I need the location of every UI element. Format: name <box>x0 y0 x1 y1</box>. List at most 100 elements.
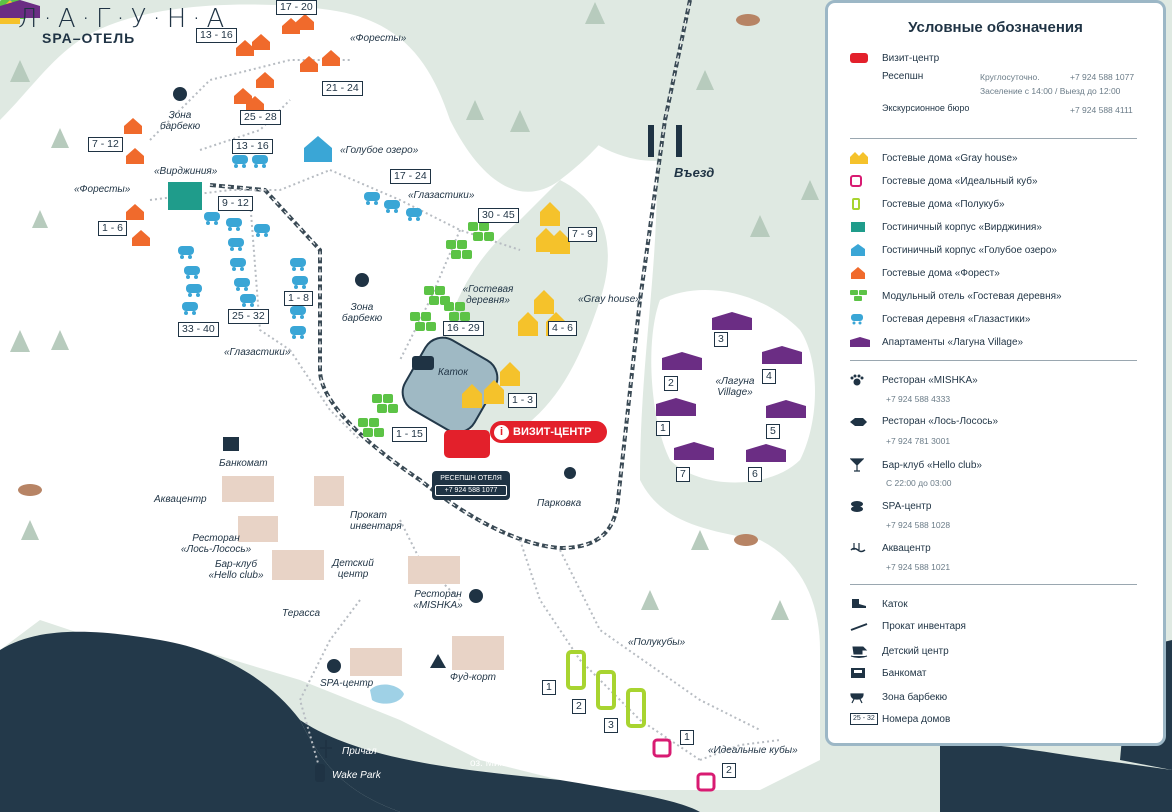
legend-title: Условные обозначения <box>908 19 1083 36</box>
label-gray-house: «Gray house» <box>578 294 641 305</box>
ideal-cube-icon <box>850 175 882 187</box>
house-number: 7 <box>676 467 690 482</box>
legend-reception-checkin: Заселение с 14:00 / Выезд до 12:00 <box>980 86 1121 96</box>
legend-rink: Каток <box>850 598 908 610</box>
label-forests-left: «Форесты» <box>74 184 131 195</box>
visit-center-building[interactable] <box>444 430 490 458</box>
ideal-cubes-houses[interactable] <box>652 738 716 792</box>
house-number: 7 - 12 <box>88 137 123 152</box>
polukuby-houses[interactable] <box>566 650 646 728</box>
label-bbq-mid: Зона барбекю <box>341 302 383 324</box>
label-rental: Прокат инвентаря <box>350 510 402 532</box>
legend-polukub: Гостевые дома «Полукуб» <box>850 198 1005 210</box>
misc-icons <box>173 87 483 782</box>
house-number: 25 - 28 <box>240 110 281 125</box>
label-blue-lake: «Голубое озеро» <box>340 145 419 156</box>
legend-ideal-cube: Гостевые дома «Идеальный куб» <box>850 175 1038 187</box>
label-forests-top: «Форесты» <box>350 33 407 44</box>
legend-laguna-village: Апартаменты «Лагуна Village» <box>850 336 1023 348</box>
legend-reception-phone: +7 924 588 1077 <box>1070 72 1135 82</box>
label-laguna-village: «Лагуна Village» <box>715 376 755 398</box>
house-number: 9 - 12 <box>218 196 253 211</box>
house-number: 1 <box>542 680 556 695</box>
legend-excursion: Экскурсионное бюро <box>882 103 970 113</box>
label-food-court: Фуд-корт <box>450 672 496 683</box>
hotel-logo: Л·А·Г·У·Н·А SPA–ОТЕЛЬ <box>18 4 230 46</box>
legend-hello: Бар-клуб «Hello club» <box>850 458 982 472</box>
info-icon: i <box>494 424 509 440</box>
house-number: 17 - 24 <box>390 169 431 184</box>
legend-house-numbers: 25 - 32 Номера домов <box>850 713 950 725</box>
legend-aqua: Аквацентр <box>850 542 931 554</box>
house-number: 3 <box>714 332 728 347</box>
legend-reception: Ресепшн <box>882 71 924 82</box>
house-number: 13 - 16 <box>196 28 237 43</box>
reception-badge[interactable]: РЕСЕПШН ОТЕЛЯ +7 924 588 1077 <box>432 471 510 500</box>
tree-icons <box>10 2 819 620</box>
label-polukuby: «Полукубы» <box>628 637 686 648</box>
house-number: 33 - 40 <box>178 322 219 337</box>
house-number: 21 - 24 <box>322 81 363 96</box>
rocking-horse-icon <box>850 644 882 658</box>
house-number: 4 - 6 <box>548 321 578 336</box>
atm-icon <box>850 667 882 679</box>
house-number: 25 - 32 <box>228 309 269 324</box>
visit-center-label: ВИЗИТ-ЦЕНТР <box>513 426 592 438</box>
legend-guest-village: Модульный отель «Гостевая деревня» <box>850 290 1062 302</box>
house-number: 2 <box>572 699 586 714</box>
legend-glazastiki: Гостевая деревня «Глазастики» <box>850 313 1030 325</box>
legend-los-phone: +7 924 781 3001 <box>886 436 951 446</box>
house-number: 1 - 3 <box>508 393 538 408</box>
virginia-building[interactable] <box>168 182 202 210</box>
legend-kids: Детский центр <box>850 644 949 658</box>
laguna-village-apartments[interactable] <box>0 0 806 462</box>
legend-spa-phone: +7 924 588 1028 <box>886 520 951 530</box>
visit-center-badge[interactable]: i ВИЗИТ-ЦЕНТР <box>490 421 607 443</box>
logo-subtitle: SPA–ОТЕЛЬ <box>42 30 136 46</box>
reception-phone: +7 924 588 1077 <box>435 485 507 496</box>
house-number-badge: 25 - 32 <box>850 713 882 725</box>
house-number: 6 <box>748 467 762 482</box>
legend-gray-house: Гостевые дома «Gray house» <box>850 152 1018 164</box>
house-number: 13 - 16 <box>232 139 273 154</box>
ski-icon <box>850 622 882 632</box>
legend-virginia: Гостиничный корпус «Вирджиния» <box>850 221 1042 233</box>
service-buildings[interactable] <box>222 476 504 676</box>
fish-icon <box>850 417 882 427</box>
house-number: 2 <box>664 376 678 391</box>
legend-bbq: Зона барбекю <box>850 690 947 704</box>
house-number: 1 <box>680 730 694 745</box>
cocktail-icon <box>850 458 882 472</box>
label-kids-center: Детский центр <box>332 558 374 580</box>
label-restaurant-mishka: Ресторан «MISHKA» <box>413 589 463 611</box>
legend-los: Ресторан «Лось-Лосось» <box>850 416 998 427</box>
house-number: 1 - 15 <box>392 427 427 442</box>
house-number: 7 - 9 <box>568 227 598 242</box>
label-spa-center: SPA-центр <box>320 678 374 689</box>
bbq-grill-icon <box>850 690 882 704</box>
label-pier: Причал <box>342 746 377 757</box>
label-bbq-top: Зона барбекю <box>160 110 201 132</box>
reception-title: РЕСЕПШН ОТЕЛЯ <box>440 475 502 482</box>
house-number: 16 - 29 <box>443 321 484 336</box>
legend-hello-hours: С 22:00 до 03:00 <box>886 478 952 488</box>
forest-icon <box>850 267 882 279</box>
blue-lake-building[interactable] <box>304 136 332 162</box>
skate-icon <box>850 598 882 610</box>
house-number: 1 - 8 <box>284 291 314 306</box>
label-bar-club: Бар-клуб «Hello club» <box>208 559 264 581</box>
house-number: 1 <box>656 421 670 436</box>
laguna-village-icon <box>850 336 882 348</box>
legend-excursion-phone: +7 924 588 4111 <box>1070 105 1133 115</box>
legend-mishka: Ресторан «MISHKA» <box>850 374 978 386</box>
bear-icons <box>18 14 760 546</box>
paw-icon <box>850 374 882 386</box>
house-number: 1 - 6 <box>98 221 128 236</box>
logo-title: Л·А·Г·У·Н·А <box>18 4 231 34</box>
legend-blue-lake: Гостиничный корпус «Голубое озеро» <box>850 244 1057 256</box>
label-glazastiki-top: «Глазастики» <box>408 190 475 201</box>
label-atm: Банкомат <box>219 458 268 469</box>
legend-forest: Гостевые дома «Форест» <box>850 267 1000 279</box>
legend-aqua-phone: +7 924 588 1021 <box>886 562 951 572</box>
label-lake: оз. Микижа <box>470 758 522 769</box>
